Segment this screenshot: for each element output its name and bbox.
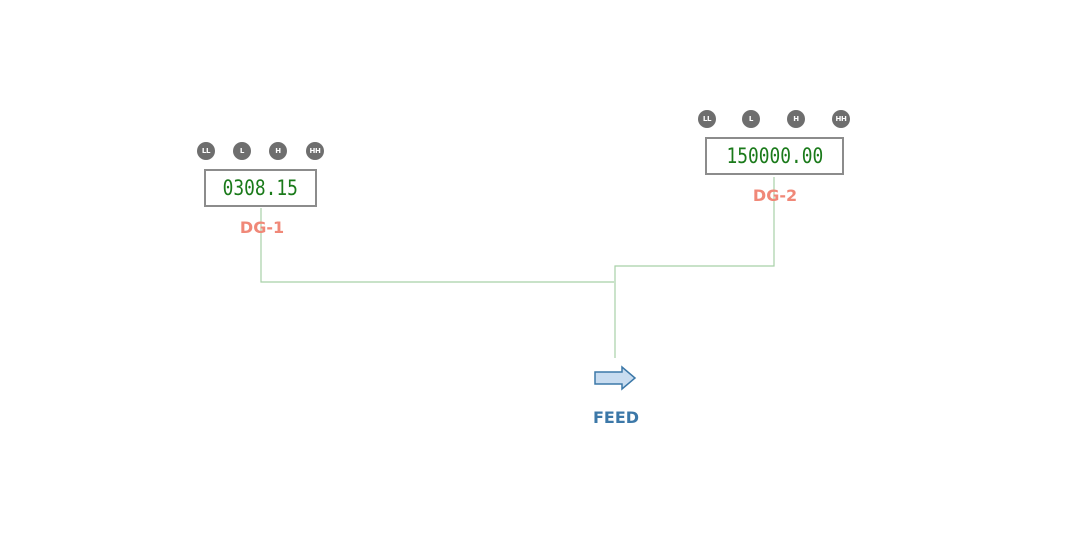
dg1-alarm-h[interactable]: H — [269, 142, 287, 160]
right-arrow-icon[interactable] — [594, 365, 637, 391]
dg2-value: 150000.00 — [726, 144, 823, 168]
feed-label: FEED — [592, 408, 640, 427]
dg2-alarm-ll[interactable]: LL — [698, 110, 716, 128]
dg1-alarm-ll[interactable]: LL — [197, 142, 215, 160]
dg1-alarm-l[interactable]: L — [233, 142, 251, 160]
dg1-tag-label: DG-1 — [239, 218, 285, 237]
dg1-alarm-indicators: LL L H HH — [197, 142, 327, 160]
dg2-tag-label: DG-2 — [752, 186, 798, 205]
dg2-value-display[interactable]: 150000.00 — [705, 137, 844, 175]
dg2-alarm-indicators: LL L H HH — [698, 110, 853, 128]
dg2-alarm-h[interactable]: H — [787, 110, 805, 128]
dg1-alarm-hh[interactable]: HH — [306, 142, 324, 160]
pipe-dg1 — [260, 208, 614, 283]
dg2-alarm-l[interactable]: L — [742, 110, 760, 128]
dg1-value-display[interactable]: 0308.15 — [204, 169, 317, 207]
pipe-dg2 — [614, 177, 775, 358]
dg2-alarm-hh[interactable]: HH — [832, 110, 850, 128]
dg1-value: 0308.15 — [222, 176, 299, 200]
